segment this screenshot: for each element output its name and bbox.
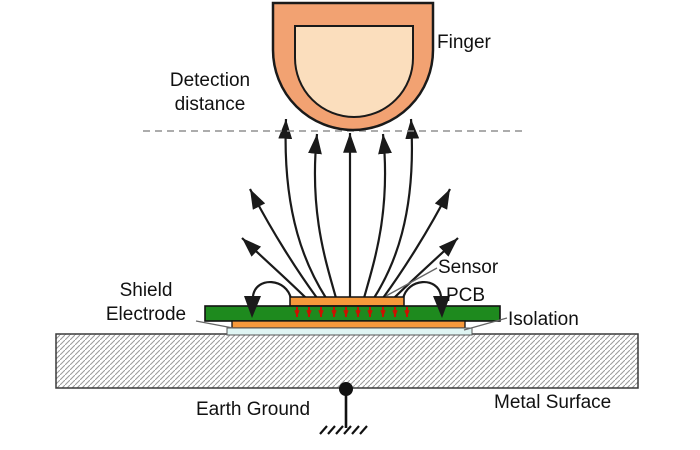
field-arc-right [401,281,443,300]
field-arc-right-arrowhead [433,296,450,318]
sensor-label: Sensor [438,257,499,278]
earth-ground-label: Earth Ground [196,399,311,420]
detection-distance-label: Detection distance [169,70,251,116]
field-line-inner-right [362,133,392,299]
sensor-bar [289,296,405,307]
earth-ground-symbol [319,425,368,435]
shield-electrode-pointer-line [195,320,234,329]
field-arc-left-arrowhead [244,296,261,318]
field-line-inner-left [308,133,338,299]
finger-inner-shape [294,25,414,118]
shield-electrode-label: Shield Electrode [105,280,187,326]
pcb-label: PCB [446,285,486,306]
sensor-pointer-line [385,267,438,297]
metal-surface-block [55,333,639,389]
sensor-to-shield-arrows [294,307,410,317]
earth-ground-dot [339,382,353,396]
field-lines [241,118,459,300]
isolation-bar [226,327,473,336]
field-line-outer-right [373,118,420,299]
field-line-fan-upper-left [249,188,318,299]
field-arc-left [251,281,293,300]
isolation-label: Isolation [508,309,579,330]
field-line-fan-upper-right [382,188,451,299]
field-line-fan-lower-left [241,237,308,300]
metal-surface-label: Metal Surface [494,392,612,413]
shield-electrode-bar [231,320,466,329]
finger-label: Finger [437,32,491,53]
field-line-fan-lower-right [392,237,459,300]
isolation-pointer-line [463,317,508,331]
field-line-outer-left [278,118,327,299]
